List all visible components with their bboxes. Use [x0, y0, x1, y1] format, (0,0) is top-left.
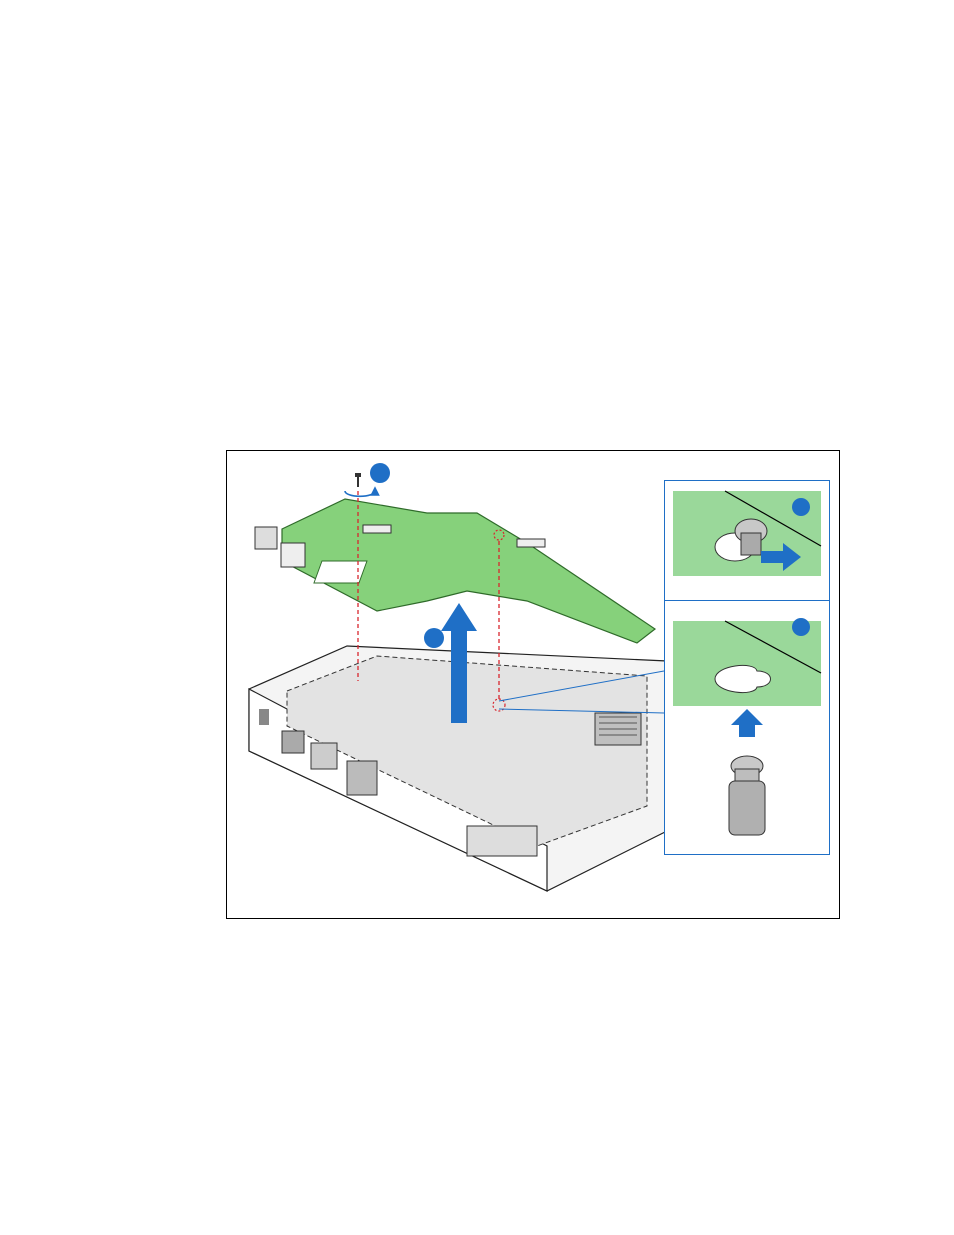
chassis-io-block [311, 743, 337, 769]
callout-1 [370, 463, 390, 483]
insert-up-arrow-icon [731, 709, 763, 737]
illustration-frame [226, 450, 840, 919]
board-io-connector [281, 543, 305, 567]
chassis-vent [467, 826, 537, 856]
callout-3 [792, 498, 810, 516]
inset-insert-detail [664, 600, 830, 855]
standoff-icon [729, 756, 765, 835]
screw-icon [355, 473, 361, 487]
chassis-rj45-block [282, 731, 304, 753]
heatsink [595, 713, 641, 745]
rotate-arrow-icon [345, 491, 375, 496]
inset-slide-detail [664, 480, 830, 601]
board-cutout [314, 561, 367, 583]
callout-2 [424, 628, 444, 648]
chassis-psu-connector [347, 761, 377, 795]
board-rj45-connector [255, 527, 277, 549]
chassis-port [259, 709, 269, 725]
callout-4 [792, 618, 810, 636]
board-slot [363, 525, 391, 533]
board-header [517, 539, 545, 547]
